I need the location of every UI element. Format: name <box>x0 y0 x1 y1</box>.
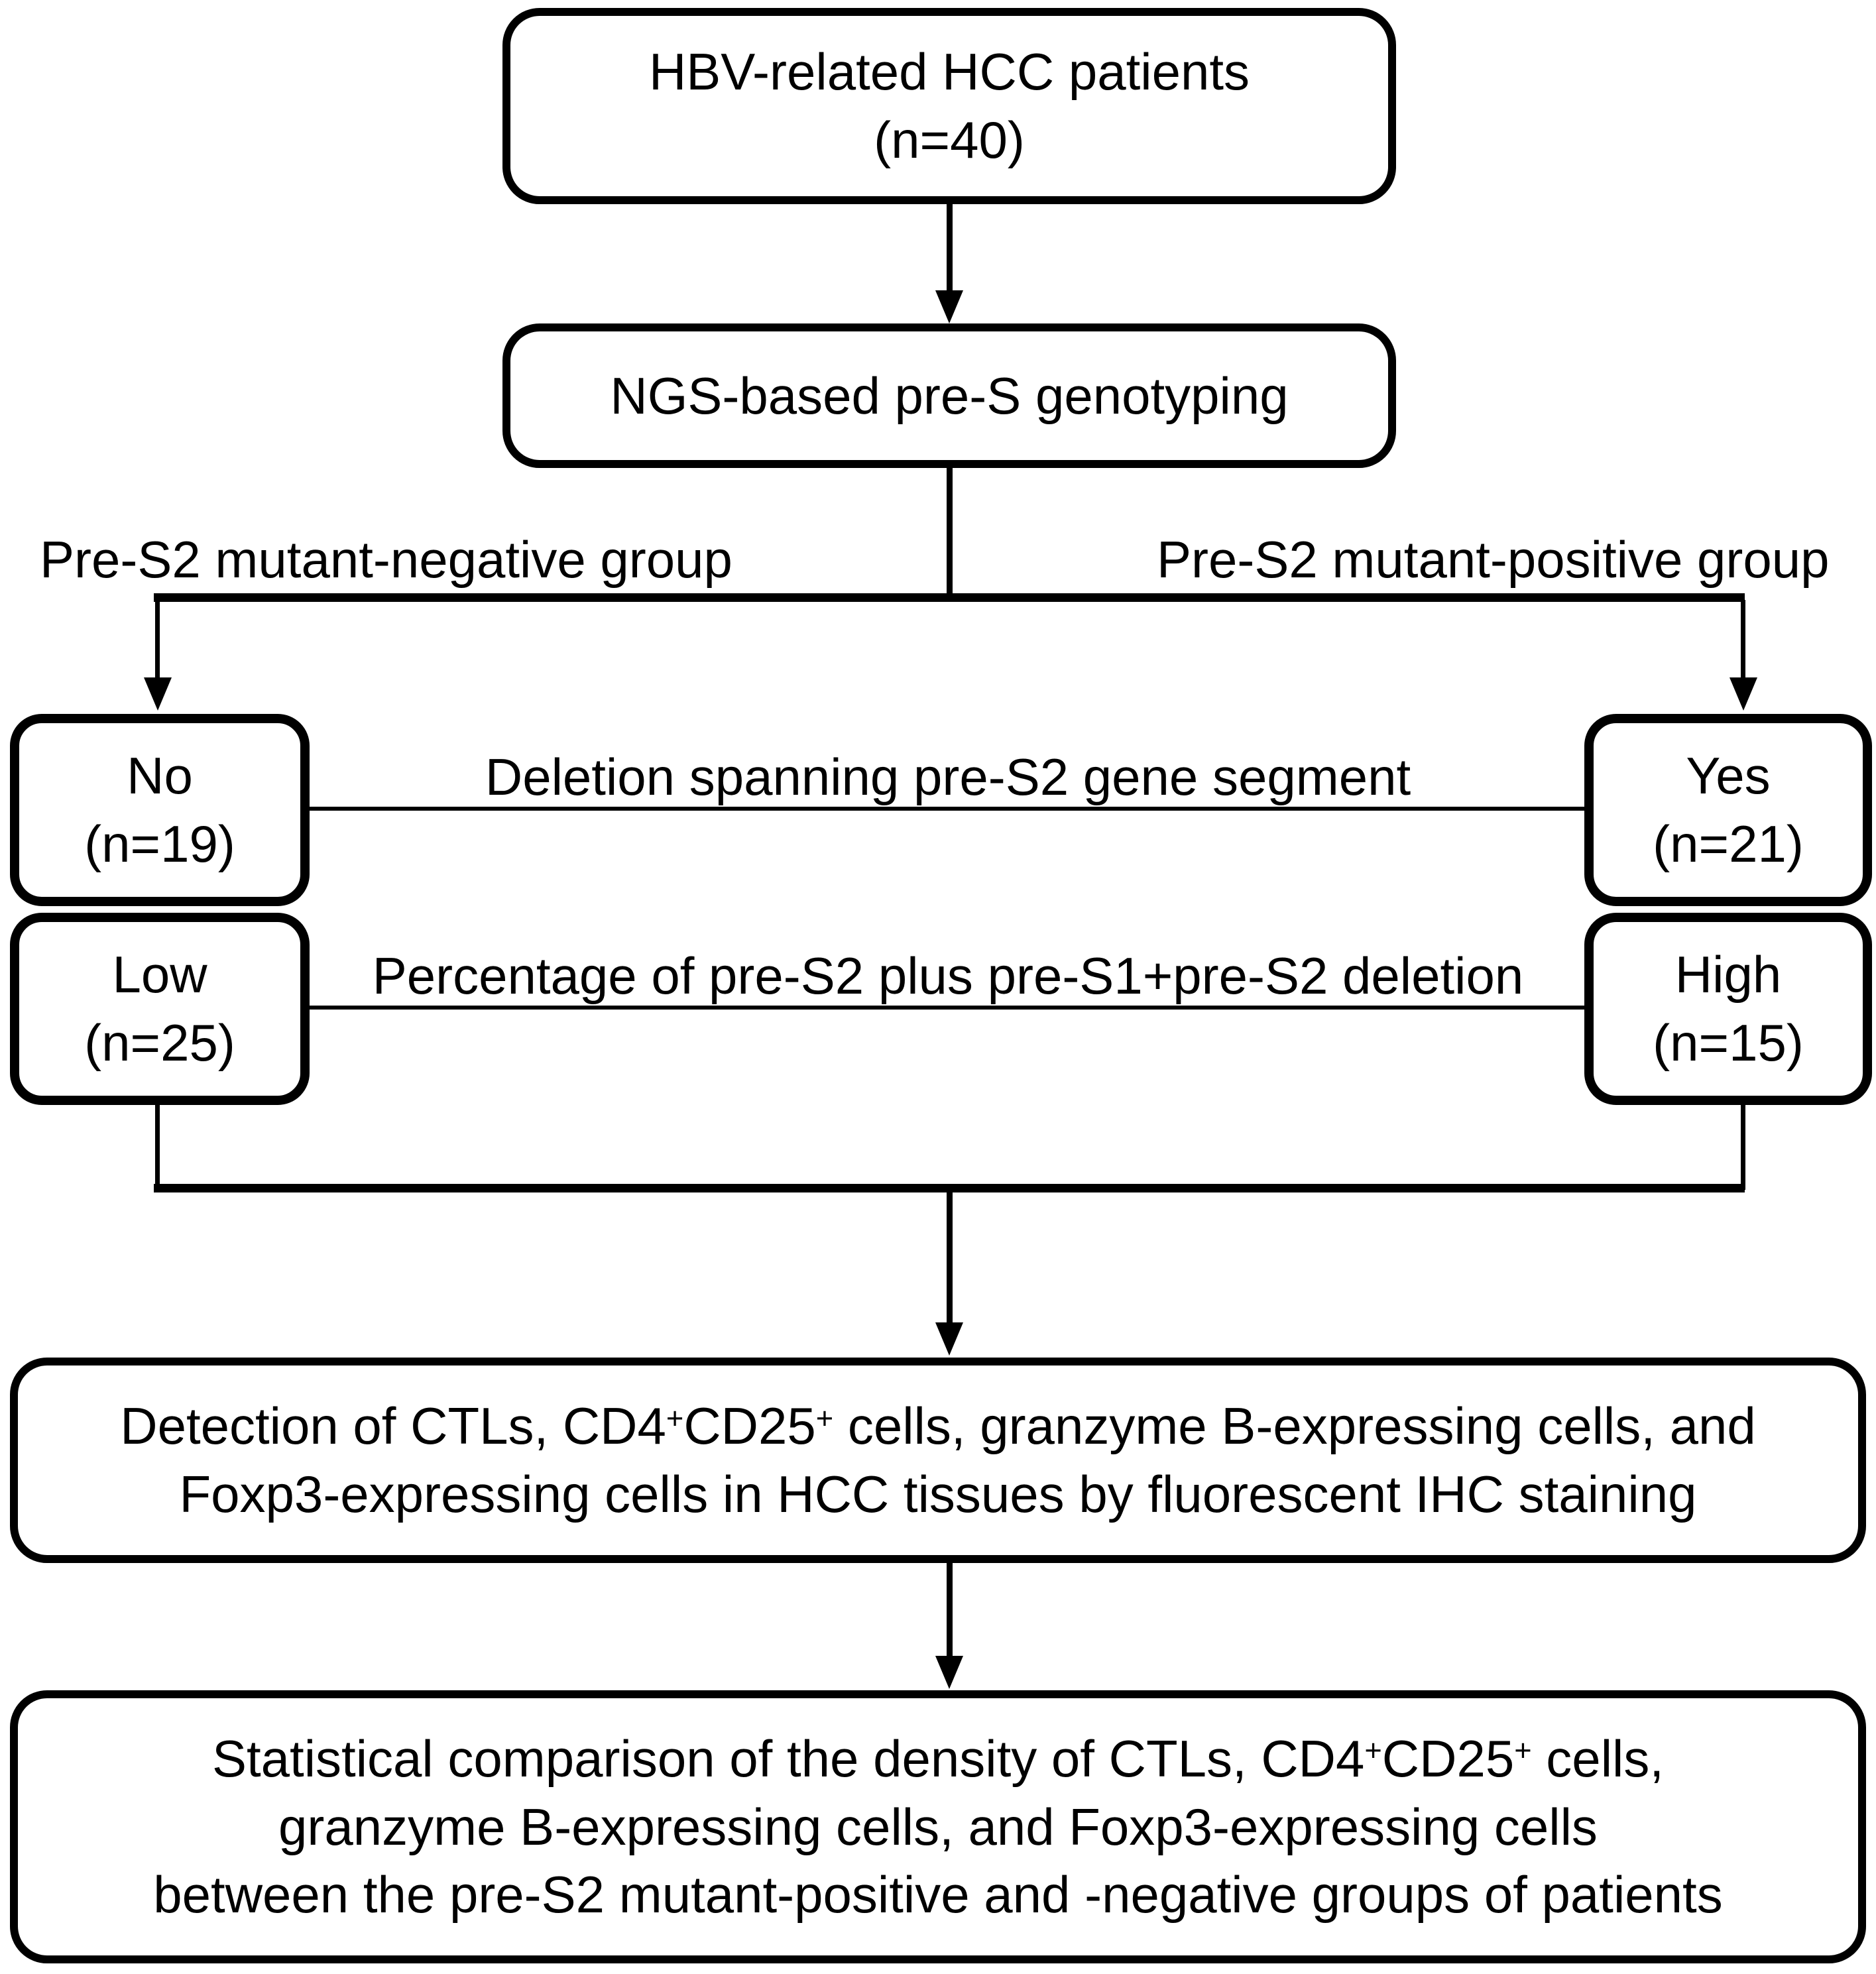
detection-box: Detection of CTLs, CD4+CD25+ cells, gran… <box>10 1358 1866 1563</box>
detection-box-line1: Detection of CTLs, CD4+CD25+ cells, gran… <box>120 1392 1756 1460</box>
statistics-text-segment: cells, <box>1531 1729 1665 1788</box>
high-box-line2: (n=15) <box>1653 1014 1804 1072</box>
detection-superscript-plus: + <box>666 1401 684 1435</box>
high-box-line1: High <box>1674 945 1782 1004</box>
yes-box-line1: Yes <box>1686 746 1771 805</box>
percentage-connector-line <box>310 1006 1584 1010</box>
statistics-box: Statistical comparison of the density of… <box>10 1690 1866 1963</box>
join-line-right <box>1741 1104 1745 1190</box>
statistics-superscript-plus: + <box>1364 1733 1382 1768</box>
patients-box-line1: HBV-related HCC patients <box>648 42 1250 101</box>
branch-arrow-positive-head <box>1729 677 1757 711</box>
genotyping-box: NGS-based pre-S genotyping <box>502 323 1396 468</box>
statistics-box-line1: Statistical comparison of the density of… <box>212 1725 1664 1793</box>
arrow-patients-to-genotyping-shaft <box>947 203 953 292</box>
yes-box: Yes (n=21) <box>1584 714 1872 906</box>
percentage-connector-label: Percentage of pre-S2 plus pre-S1+pre-S2 … <box>372 947 1524 1005</box>
genotyping-box-label: NGS-based pre-S genotyping <box>610 366 1289 425</box>
join-line-left <box>155 1104 160 1190</box>
patients-box: HBV-related HCC patients (n=40) <box>502 8 1396 204</box>
low-box-line2: (n=25) <box>84 1014 235 1072</box>
branch-horizontal-line <box>154 593 1745 602</box>
branch-arrow-positive-shaft <box>1741 600 1745 679</box>
no-box-line1: No <box>127 746 193 805</box>
branch-arrow-negative-head <box>144 677 172 711</box>
genotyping-branch-stem <box>947 467 953 598</box>
statistics-box-line2: granzyme B-expressing cells, and Foxp3-e… <box>278 1797 1598 1856</box>
low-box: Low (n=25) <box>10 913 310 1105</box>
high-box: High (n=15) <box>1584 913 1872 1105</box>
branch-label-negative: Pre-S2 mutant-negative group <box>40 530 733 589</box>
detection-box-line2: Foxp3-expressing cells in HCC tissues by… <box>179 1465 1697 1523</box>
yes-box-line2: (n=21) <box>1653 815 1804 873</box>
branch-arrow-negative-shaft <box>155 600 160 679</box>
statistics-box-line3: between the pre-S2 mutant-positive and -… <box>153 1865 1723 1924</box>
join-horizontal-line <box>154 1184 1745 1192</box>
arrow-detection-to-statistics-shaft <box>947 1562 953 1657</box>
patients-box-line2: (n=40) <box>874 111 1025 169</box>
detection-text-segment: Detection of CTLs, CD4 <box>120 1397 666 1456</box>
statistics-text-segment: Statistical comparison of the density of… <box>211 1729 1365 1788</box>
arrow-detection-to-statistics-head <box>935 1656 963 1689</box>
no-box: No (n=19) <box>10 714 310 906</box>
branch-label-positive: Pre-S2 mutant-positive group <box>1157 530 1830 589</box>
detection-text-segment: cells, granzyme B-expressing cells, and <box>833 1397 1756 1456</box>
arrow-patients-to-genotyping-head <box>935 290 963 323</box>
arrow-join-to-detection-head <box>935 1322 963 1356</box>
detection-superscript-plus: + <box>815 1401 834 1435</box>
detection-text-segment: CD25 <box>683 1397 816 1456</box>
low-box-line1: Low <box>112 945 207 1004</box>
deletion-connector-line <box>310 807 1584 811</box>
deletion-connector-label: Deletion spanning pre-S2 gene segment <box>485 748 1411 806</box>
no-box-line2: (n=19) <box>84 815 235 873</box>
statistics-superscript-plus: + <box>1514 1733 1532 1768</box>
statistics-text-segment: CD25 <box>1381 1729 1515 1788</box>
arrow-join-to-detection-shaft <box>947 1190 953 1324</box>
